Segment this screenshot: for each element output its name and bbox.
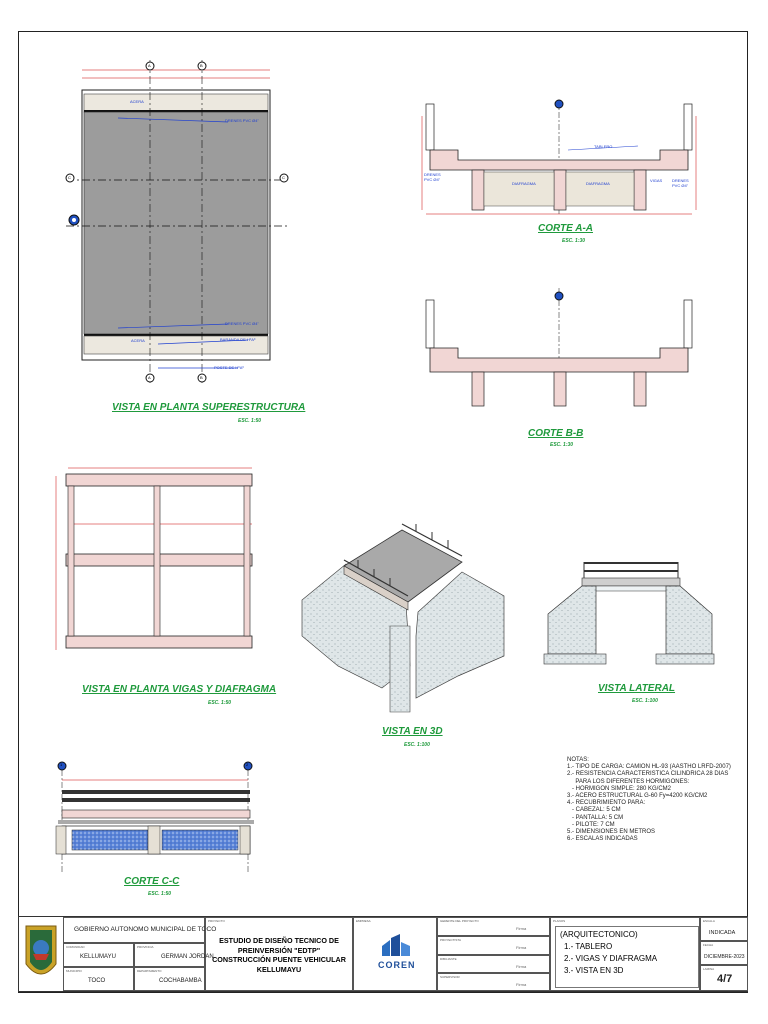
marker-2: 2 [246, 762, 249, 767]
fecha-label: FECHA [703, 943, 714, 947]
marker-a-bottom: A [148, 375, 151, 380]
departamento-label: DEPARTAMENTO [137, 969, 162, 973]
marker-c-right: C [282, 175, 285, 180]
scale-planta-vigas: ESC. 1:50 [208, 700, 232, 706]
departamento-value: COCHABAMBA [159, 978, 202, 984]
marker-b-top: B [200, 63, 203, 68]
label-tablero: TABLERO [594, 144, 613, 149]
marker-1: 1 [60, 762, 63, 767]
departamento-cell: DEPARTAMENTO COCHABAMBA [134, 967, 205, 991]
planos-item-1: 1.- TABLERO [564, 942, 613, 951]
title-vista-3d: VISTA EN 3D [382, 726, 443, 737]
title-planta-vigas: VISTA EN PLANTA VIGAS Y DIAFRAGMA [82, 684, 277, 695]
scale-planta-superestructura: ESC. 1:50 [238, 418, 262, 424]
municipio-cell: MUNICIPIO TOCO [63, 967, 134, 991]
provincia-value: GERMAN JORDAN [161, 954, 214, 960]
lamina-label: LAMINA [703, 967, 715, 971]
escala-value: INDICADA [709, 930, 736, 936]
bridge-3d-drawing [301, 523, 505, 713]
comunidad-label: COMUNIDAD [66, 945, 85, 949]
marker-a-top: A [148, 63, 151, 68]
label-poste: POSTE DE HºAº [214, 365, 244, 370]
title-corte-aa: CORTE A-A [538, 223, 593, 234]
plan-beams-drawing [55, 467, 253, 650]
planos-item-0: (ARQUITECTONICO) [560, 930, 638, 939]
label-drenes-bottom: DRENES PVC Ø4" [225, 321, 259, 326]
role-supervisor: SUPERVISOR Firma [437, 973, 550, 991]
role-gerente: GERENTE DEL PROYECTO Firma [437, 917, 550, 936]
org-name: GOBIERNO AUTONOMO MUNICIPAL DE TOCO [74, 926, 217, 933]
planos-item-2: 2.- VIGAS Y DIAFRAGMA [564, 954, 658, 963]
role-supervisor-label: SUPERVISOR [440, 975, 460, 979]
role-supervisor-firma: Firma [516, 982, 527, 987]
fecha-value: DICIEMBRE-2023 [704, 954, 745, 960]
section-bb-drawing [425, 288, 693, 408]
escala-cell: ESCALA INDICADA [700, 917, 748, 941]
label-diafragma-1: DIAFRAGMA [512, 181, 536, 186]
planos-list: (ARQUITECTONICO) 1.- TABLERO 2.- VIGAS Y… [555, 926, 699, 988]
org-cell: GOBIERNO AUTONOMO MUNICIPAL DE TOCO [63, 917, 216, 943]
section-cc-drawing [55, 761, 254, 872]
side-view-drawing [543, 562, 715, 665]
scale-vista-lateral: ESC. 1:100 [632, 698, 658, 704]
label-drenes-top: DRENES PVC Ø4" [225, 118, 259, 123]
general-notes: NOTAS: 1.- TIPO DE CARGA: CAMION HL-93 (… [567, 757, 731, 843]
drawing-frame [18, 31, 748, 993]
municipal-seal-icon [25, 925, 57, 975]
marker-c-left: C [68, 175, 71, 180]
empresa-label: EMPRESA [356, 919, 371, 923]
lamina-cell: LAMINA 4/7 [700, 965, 748, 991]
role-dibujante-firma: Firma [516, 964, 527, 969]
municipio-label: MUNICIPIO [66, 969, 82, 973]
title-planta-superestructura: VISTA EN PLANTA SUPERESTRUCTURA [112, 402, 306, 413]
comunidad-value: KELLUMAYU [80, 954, 116, 960]
proyecto-label: PROYECTO [208, 919, 225, 923]
label-drenes-left: DRENES PVC Ø4" [424, 172, 441, 182]
coren-logo-icon [382, 934, 410, 956]
label-baranda: BARANDA DE HºAº [220, 337, 256, 342]
role-gerente-firma: Firma [516, 926, 527, 931]
planos-cell: PLANOS (ARQUITECTONICO) 1.- TABLERO 2.- … [550, 917, 700, 991]
title-corte-bb: CORTE B-B [528, 428, 584, 439]
role-proyectista: PROYECTISTA Firma [437, 936, 550, 955]
lamina-value: 4/7 [717, 973, 733, 985]
empresa-logo-text: COREN [378, 960, 416, 970]
role-proyectista-firma: Firma [516, 945, 527, 950]
proyecto-title: ESTUDIO DE DISEÑO TECNICO DE PREINVERSIÓ… [212, 936, 346, 974]
scale-vista-3d: ESC. 1:100 [404, 742, 430, 748]
scale-corte-aa: ESC. 1:30 [562, 238, 586, 244]
scale-corte-bb: ESC. 1:30 [550, 442, 574, 448]
municipio-value: TOCO [88, 978, 106, 984]
empresa-cell: EMPRESA COREN [353, 917, 437, 991]
label-diafragma-2: DIAFRAGMA [586, 181, 610, 186]
marker-b-bottom: B [200, 375, 203, 380]
proyecto-cell: PROYECTO ESTUDIO DE DISEÑO TECNICO DE PR… [205, 917, 353, 991]
role-dibujante-label: DIBUJANTE [440, 957, 457, 961]
section-aa-drawing [421, 99, 697, 216]
provincia-cell: PROVINCIA GERMAN JORDAN [134, 943, 214, 967]
escala-label: ESCALA [703, 919, 715, 923]
role-gerente-label: GERENTE DEL PROYECTO [440, 919, 479, 923]
comunidad-cell: COMUNIDAD KELLUMAYU [63, 943, 134, 967]
scale-corte-cc: ESC. 1:50 [148, 891, 172, 897]
planos-item-3: 3.- VISTA EN 3D [564, 966, 624, 975]
role-proyectista-label: PROYECTISTA [440, 938, 461, 942]
planos-label: PLANOS [553, 919, 566, 923]
label-acera-bottom: ACERA [131, 338, 145, 343]
label-vigas: VIGAS [650, 178, 663, 183]
role-dibujante: DIBUJANTE Firma [437, 955, 550, 973]
fecha-cell: FECHA DICIEMBRE-2023 [700, 941, 748, 965]
label-drenes-right: DRENES PVC Ø4" [672, 178, 689, 188]
plan-superstructure-drawing [65, 60, 290, 383]
provincia-label: PROVINCIA [137, 945, 154, 949]
title-vista-lateral: VISTA LATERAL [598, 683, 676, 694]
label-acera-top: ACERA [130, 99, 144, 104]
title-corte-cc: CORTE C-C [124, 876, 180, 887]
